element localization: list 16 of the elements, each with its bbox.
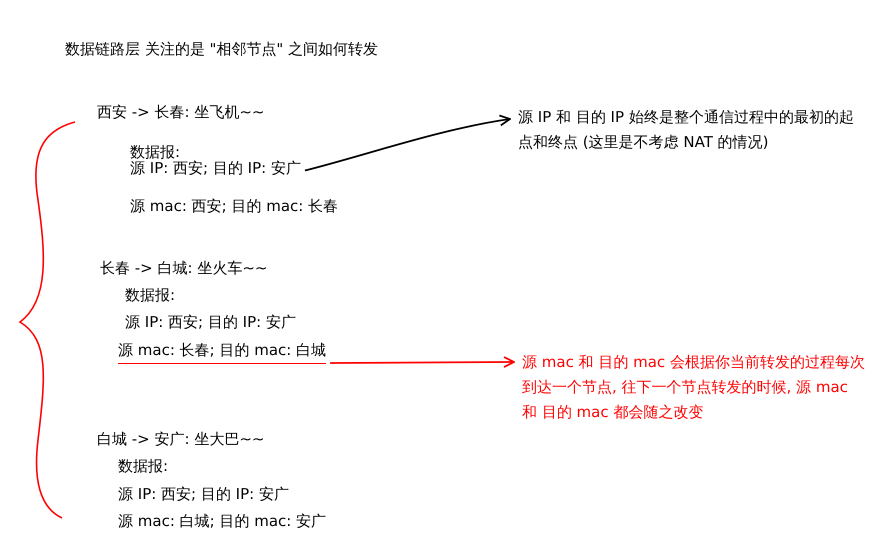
note-text: 源 IP 和 目的 IP 始终是整个通信过程中的最初的起点和终点 (这里是不考虑 NAT 的情况) <box>518 105 863 155</box>
arrow <box>304 114 511 172</box>
text-line: 源 mac: 白城; 目的 mac: 安广 <box>118 511 326 531</box>
text-line: 长春 -> 白城: 坐火车~~ <box>100 258 268 278</box>
underlined-text: 源 mac: 长春; 目的 mac: 白城 <box>118 338 326 364</box>
note-text: 源 mac 和 目的 mac 会根据你当前转发的过程每次到达一个节点, 往下一个节点转发的时候, 源 mac 和 目的 mac 都会随之改变 <box>522 350 867 425</box>
text-line: 数据报: <box>125 285 176 305</box>
title: 数据链路层 关注的是 "相邻节点" 之间如何转发 <box>65 40 378 59</box>
text-line: 源 IP: 西安; 目的 IP: 安广 <box>118 484 289 504</box>
arrow <box>330 356 515 368</box>
text-line: 数据报: <box>130 142 180 161</box>
text-line: 源 IP: 西安; 目的 IP: 安广 <box>125 312 296 332</box>
text-line: 白城 -> 安广: 坐大巴~~ <box>97 429 264 449</box>
text-line: 数据报: <box>118 456 168 476</box>
text-line: 西安 -> 长春: 坐飞机~~ <box>97 102 264 122</box>
text-line: 源 mac: 西安; 目的 mac: 长春 <box>130 196 338 216</box>
